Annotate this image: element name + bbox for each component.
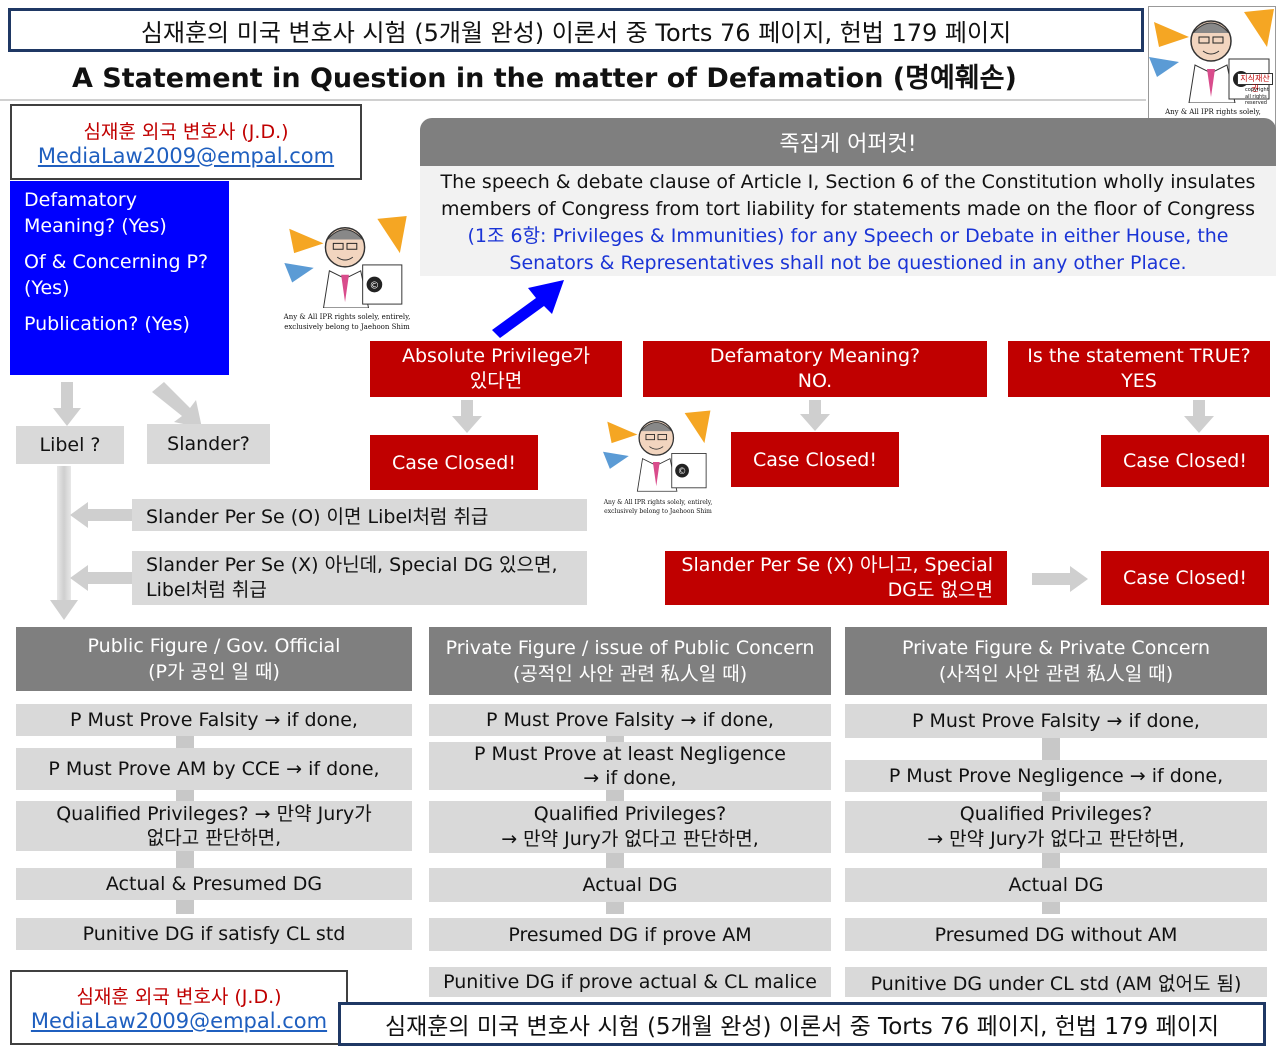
case-closed-box: Case Closed! [370,435,538,490]
step-box: P Must Prove Falsity → if done, [16,704,412,736]
down-arrow-icon [50,600,78,620]
no-special-dg-box: Slander Per Se (X) 아니고, Special DG도 없으면 [665,551,1007,605]
mascot-illustration-icon: © [603,410,711,492]
mascot-caption: Any & All IPR rights solely, entirely, e… [283,313,411,331]
diagonal-arrow-icon [152,382,202,428]
step-box: Punitive DG under CL std (AM 없어도 됨) [845,967,1267,997]
question-publication: Publication? (Yes) [24,313,190,335]
contact-name: 심재훈 외국 변호사 (J.D.) [83,120,289,143]
mascot-middle-left: © Any & All IPR rights solely, entirely,… [283,214,411,338]
step-box: P Must Prove at least Negligence → if do… [429,742,831,790]
left-arrow-icon [70,502,132,528]
left-arrow-icon [70,565,132,591]
step-box: Qualified Privileges? → 만약 Jury가 없다고 판단하… [845,801,1267,853]
step-box: P Must Prove Falsity → if done, [845,704,1267,738]
svg-text:©: © [370,280,380,291]
blue-arrow-icon [492,280,564,338]
mascot-caption: Any & All IPR rights solely, entirely, e… [603,499,713,515]
slander-per-se-o-box: Slander Per Se (O) 이면 Libel처럼 취급 [132,499,587,531]
step-box: Punitive DG if satisfy CL std [16,918,412,950]
mascot-center: © Any & All IPR rights solely, entirely,… [603,408,713,520]
title-underline [0,99,1146,101]
bottom-banner: 심재훈의 미국 변호사 시험 (5개월 완성) 이론서 중 Torts 76 페… [338,1002,1266,1046]
step-box: Qualified Privileges? → 만약 Jury가 없다고 판단하… [16,801,412,851]
defamatory-meaning-no-box: Defamatory Meaning? NO. [643,341,987,397]
step-box: P Must Prove Falsity → if done, [429,704,831,736]
contact-email-link[interactable]: MediaLaw2009@empal.com [37,143,335,168]
step-box: Punitive DG if prove actual & CL malice [429,967,831,997]
case-closed-box: Case Closed! [1101,435,1269,487]
question-defamatory-meaning: Defamatory Meaning? (Yes) [24,189,167,237]
case-closed-box: Case Closed! [1101,551,1269,605]
mascot-top-right: © 지식재산권 copyright all rights reserved An… [1148,6,1276,146]
case-closed-box: Case Closed! [731,432,899,487]
down-arrow-icon [452,400,482,433]
down-arrow-icon [53,382,81,426]
mascot-seal: 지식재산권 [1237,73,1273,93]
absolute-privilege-box: Absolute Privilege가 있다면 [370,341,622,397]
contact-name: 심재훈 외국 변호사 (J.D.) [76,986,282,1008]
column-header-private-public-concern: Private Figure / issue of Public Concern… [429,627,831,695]
down-arrow-icon [1184,400,1214,433]
step-box: P Must Prove Negligence → if done, [845,760,1267,792]
contact-box-bottom: 심재훈 외국 변호사 (J.D.) MediaLaw2009@empal.com [10,970,348,1045]
elements-questions-box: Defamatory Meaning? (Yes) Of & Concernin… [10,181,229,375]
right-arrow-icon [1032,566,1088,592]
step-box: Actual DG [845,868,1267,902]
contact-box-top: 심재훈 외국 변호사 (J.D.) MediaLaw2009@empal.com [10,104,362,180]
step-box: Qualified Privileges? → 만약 Jury가 없다고 판단하… [429,801,831,853]
svg-text:©: © [678,467,687,477]
tip-body: The speech & debate clause of Article I,… [420,166,1276,276]
step-box: Presumed DG without AM [845,918,1267,951]
page-title: A Statement in Question in the matter of… [72,63,1017,94]
slander-box: Slander? [147,424,270,464]
libel-box: Libel ? [16,426,124,464]
step-box: Presumed DG if prove AM [429,918,831,951]
mascot-illustration-icon: © [284,215,407,309]
truth-yes-box: Is the statement TRUE? YES [1008,341,1270,397]
libel-flow-bar [57,466,71,606]
contact-email-link[interactable]: MediaLaw2009@empal.com [30,1009,328,1033]
mascot-copyright: copyright [1245,87,1269,93]
step-box: P Must Prove AM by CCE → if done, [16,748,412,790]
slander-per-se-x-box: Slander Per Se (X) 아닌데, Special DG 있으면, … [132,551,587,605]
question-of-and-concerning: Of & Concerning P? (Yes) [24,251,209,299]
down-arrow-icon [800,400,830,431]
step-box: Actual & Presumed DG [16,868,412,900]
mascot-rights: all rights reserved [1245,94,1267,106]
top-banner: 심재훈의 미국 변호사 시험 (5개월 완성) 이론서 중 Torts 76 페… [8,8,1144,52]
column-header-public-figure: Public Figure / Gov. Official (P가 공인 일 때… [16,627,412,691]
column-header-private-private-concern: Private Figure & Private Concern (사적인 사안… [845,627,1267,695]
step-box: Actual DG [429,868,831,902]
tip-title-bar: 족집게 어퍼컷! [420,118,1276,166]
